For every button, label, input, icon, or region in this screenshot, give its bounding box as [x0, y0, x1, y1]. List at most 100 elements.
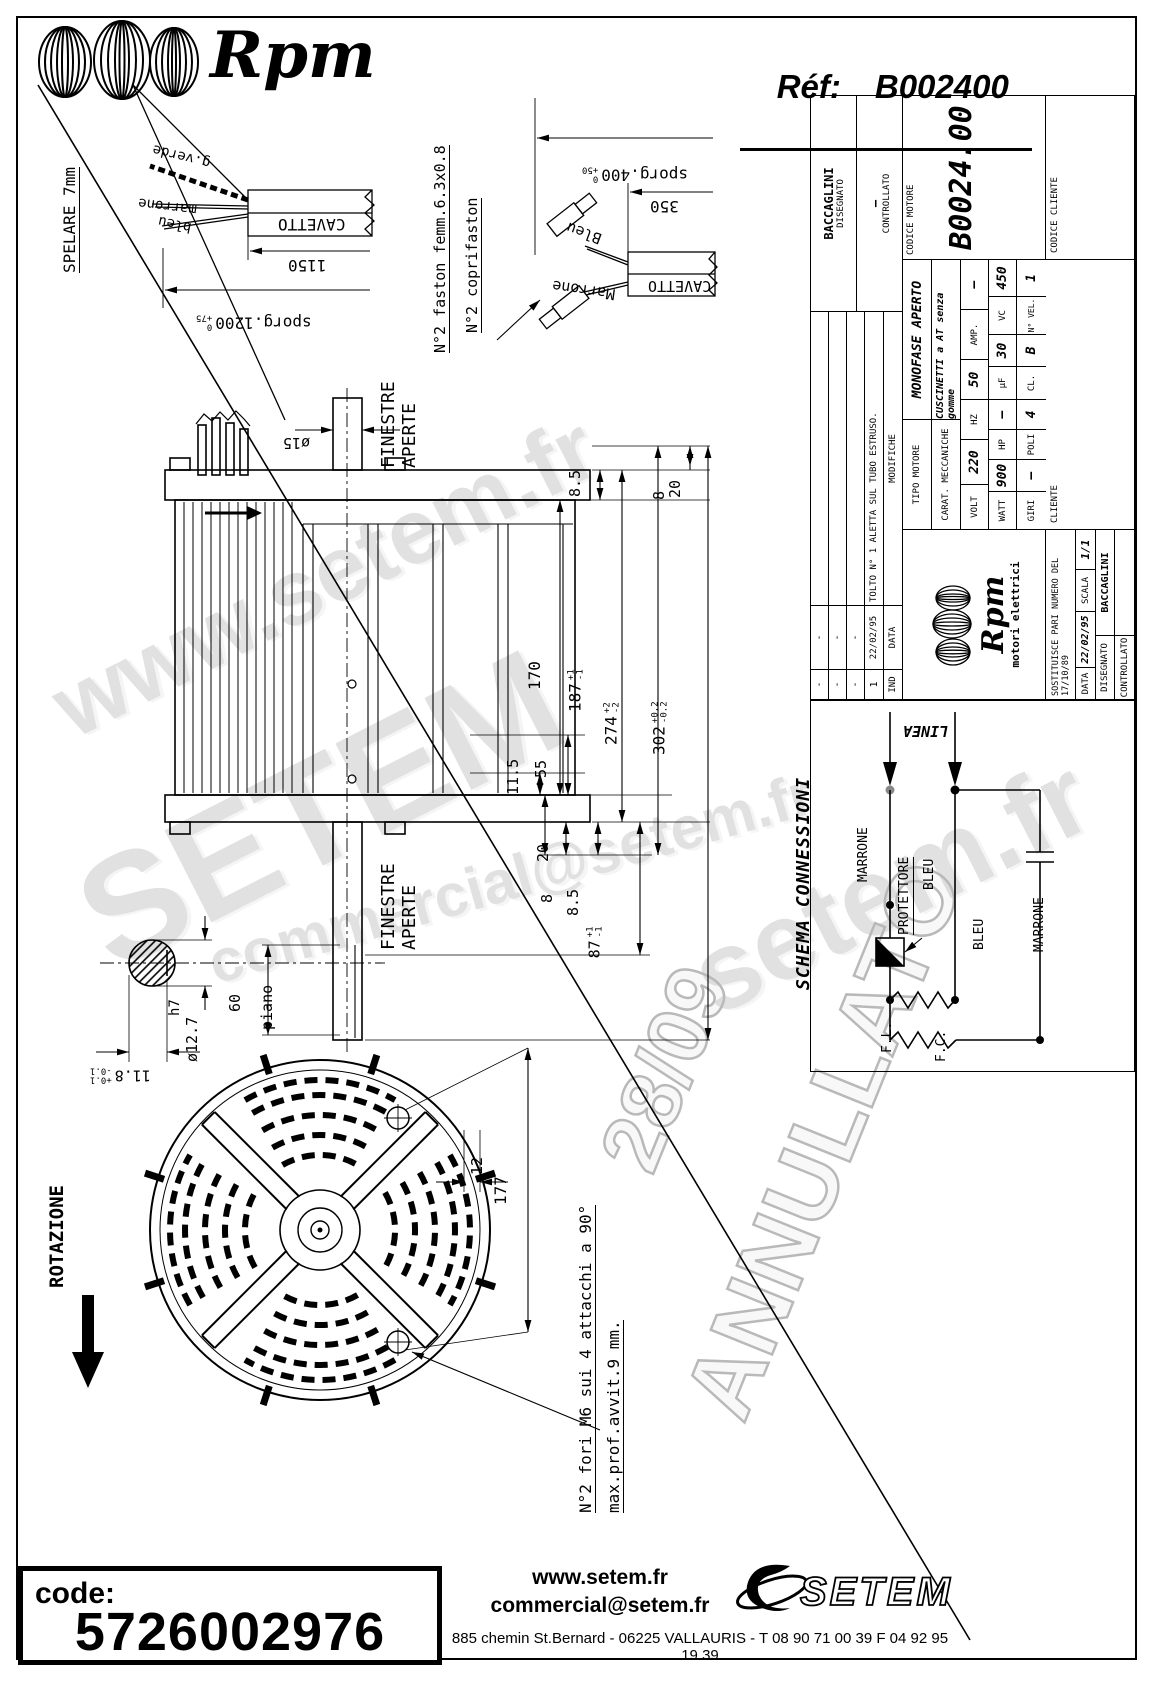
- rev-desc: [811, 312, 829, 605]
- strike-line: [37, 84, 971, 1641]
- footer-email: commercial@setem.fr: [490, 1594, 710, 1617]
- rev-date: -: [811, 605, 829, 669]
- schema-box: [810, 700, 1135, 1072]
- code-box: code: 5726002976: [18, 1566, 442, 1665]
- dim-87: 87+1 -1: [585, 926, 604, 959]
- scala-label: SCALA: [1076, 569, 1096, 611]
- cl-label: CL.: [1017, 366, 1046, 399]
- coprifaston-note: N°2 coprifaston: [463, 197, 482, 333]
- vc-label: VC: [989, 296, 1017, 334]
- footer-site: www.setem.fr: [532, 1566, 668, 1589]
- setem-wordmark: SETEM: [799, 1569, 953, 1615]
- footer-address: 885 chemin St.Bernard - 06225 VALLAURIS …: [451, 1630, 949, 1664]
- hz-value: 50: [961, 359, 989, 399]
- tb-coils-logo: [931, 585, 972, 667]
- nvel-value: 1: [1024, 274, 1039, 282]
- rev-desc: [847, 312, 865, 605]
- rev-date: -: [847, 605, 865, 669]
- nvel-label: N° VEL.: [1017, 296, 1046, 334]
- tb-brand: Rpm: [975, 575, 1011, 654]
- rpm-brand: Rpm: [210, 18, 376, 93]
- ref-block: Réf:B002400: [740, 30, 1032, 151]
- finestre-aperte-bottom: FINESTRE APERTE: [378, 863, 420, 950]
- code-label: code:: [35, 1577, 116, 1610]
- giri-label: GIRI: [1017, 491, 1046, 529]
- code-value: 5726002976: [74, 1602, 386, 1662]
- bleu1-label: BLEU: [922, 858, 937, 890]
- rotazione-label: ROTAZIONE: [46, 1185, 68, 1288]
- dim-170: 170: [525, 661, 544, 690]
- tipo-motore-label: TIPO MOTORE: [903, 419, 932, 529]
- controllato2-label: CONTROLLATO: [1115, 635, 1134, 699]
- cable-detail-mid: [496, 98, 718, 341]
- disegnato-cell: BACCAGLINI DISEGNATO: [811, 96, 857, 311]
- amp-value: —: [961, 260, 989, 309]
- controllato-cell: — CONTROLLATO: [857, 96, 903, 311]
- dim-350: 350: [650, 197, 679, 216]
- dim-h7: h7: [167, 999, 183, 1016]
- scala-value: 1/1: [1076, 530, 1096, 569]
- disegnato2-value: BACCAGLINI: [1096, 530, 1115, 635]
- rev-desc: TOLTO N° 1 ALETTA SUL TUBO ESTRUSO.: [865, 312, 884, 605]
- data-value: 22/02/95: [1076, 611, 1096, 667]
- codice-motore-cell: CODICE MOTORE B0024.00: [903, 96, 1046, 259]
- faston-note: N°2 faston femm.6.3x0.8: [431, 145, 450, 353]
- m6-holes: [384, 1104, 412, 1356]
- rev-ind: 1: [865, 669, 884, 699]
- poli-label: POLI: [1017, 429, 1046, 459]
- uf-label: µF: [989, 366, 1017, 399]
- watt-label: WATT: [989, 491, 1017, 529]
- sheet-border: [16, 16, 1137, 1660]
- dim-dia15: ø15: [283, 434, 311, 452]
- giri-value: —: [1017, 459, 1046, 491]
- rev-ind-header: IND: [884, 669, 903, 699]
- marrone1-label: MARRONE: [856, 827, 871, 882]
- tb-logo-cell: Rpm motori elettrici: [903, 529, 1046, 699]
- dim-sporg-1200: sporg.12000 +75: [196, 313, 312, 333]
- controllato2-value: [1115, 530, 1134, 635]
- rotation-arrow: [72, 1295, 104, 1388]
- setem-swoosh-logo: [736, 1564, 808, 1611]
- hp-value: —: [989, 399, 1017, 429]
- poli-value: 4: [1017, 399, 1046, 429]
- title-block: - - - - - - 1 22/02/95 TOLTO N° 1: [810, 95, 1135, 700]
- data-label: DATA: [1076, 667, 1096, 699]
- dim-8-5-bottom: 8.5: [564, 888, 582, 916]
- volt-label: VOLT: [961, 484, 989, 529]
- motor-dimensions: [96, 426, 712, 1062]
- codice-cliente-cell: CODICE CLIENTE: [1050, 177, 1060, 253]
- cavetto-label-left: CAVETTO: [278, 215, 346, 234]
- rev-data-header: DATA: [884, 605, 903, 669]
- cliente-cell: CLIENTE: [1046, 259, 1134, 529]
- uf-value: 30: [989, 334, 1017, 366]
- codice-motore-value: B0024.00: [944, 105, 979, 250]
- rev-ind: -: [811, 669, 829, 699]
- rev-date: 22/02/95: [865, 605, 884, 669]
- vc-value: 450: [989, 260, 1017, 296]
- ref-value: B002400: [874, 68, 1009, 105]
- finestre-aperte-top: FINESTRE APERTE: [378, 381, 420, 468]
- dim-177: 177: [491, 1176, 510, 1205]
- protettore-label: PROTETTORE: [897, 856, 914, 935]
- volt-value: 220: [961, 439, 989, 484]
- linea-label: LINEA: [903, 722, 949, 740]
- bleu2-label: BLEU: [972, 918, 987, 950]
- rev-ind: -: [847, 669, 865, 699]
- hz-label: HZ: [961, 399, 989, 439]
- dim-11-8: 11.8+0.1 -0.1: [90, 1066, 151, 1085]
- carat-value: CUSCINETTI a AT senza gomme: [932, 260, 961, 419]
- dim-20-bottom: 20: [534, 843, 552, 862]
- dim-1150: 1150: [288, 256, 327, 275]
- dim-60: 60: [226, 993, 244, 1012]
- dim-8-5-top: 8.5: [566, 469, 584, 497]
- dim-302: 302+0.2 -0.2: [649, 701, 670, 755]
- tipo-motore-value: MONOFASE APERTO: [903, 260, 932, 419]
- piano-label: piano: [258, 984, 276, 1030]
- cable-detail-left: [132, 84, 375, 421]
- tb-brand-sub: motori elettrici: [1008, 561, 1022, 668]
- dim-11-5: 11.5: [504, 758, 522, 795]
- rpm-coils-logo: [38, 20, 199, 100]
- dim-12: 12: [468, 1156, 486, 1175]
